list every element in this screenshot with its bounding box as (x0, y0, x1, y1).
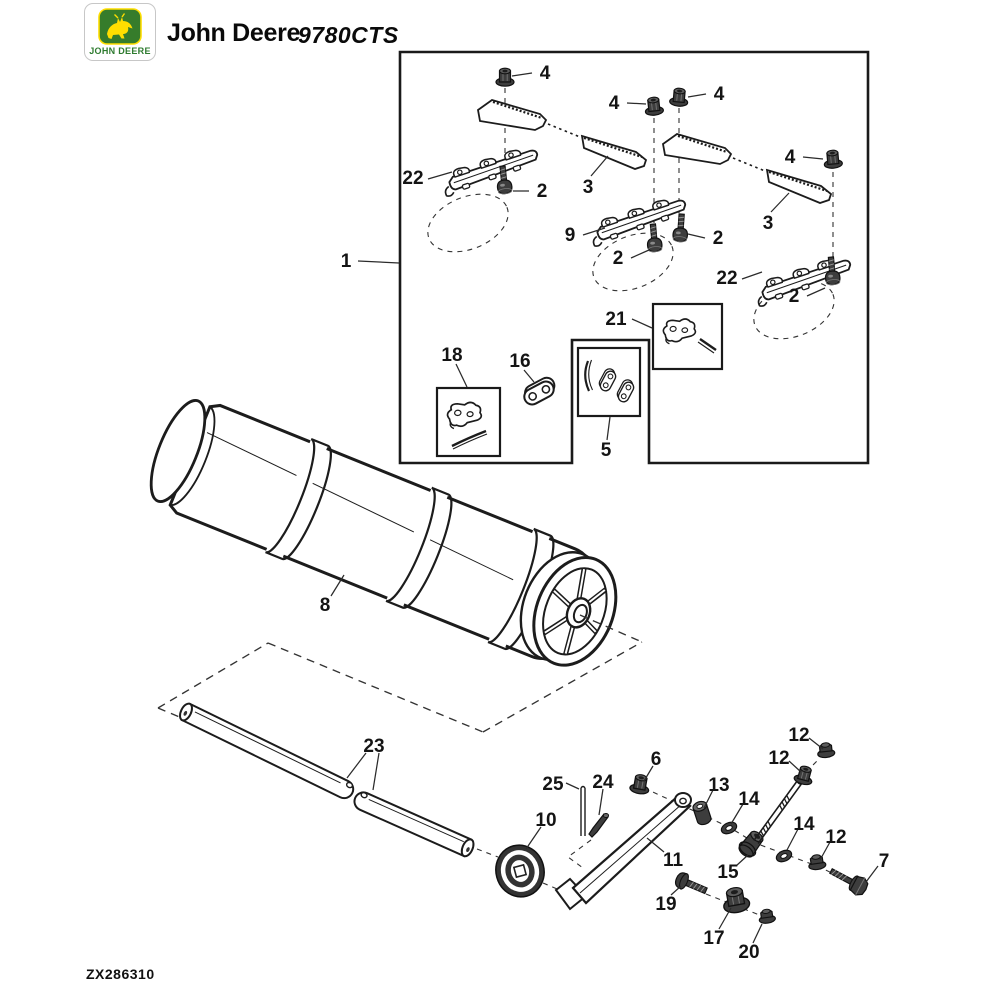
callout-13: 13 (708, 775, 729, 796)
leader-lines (330, 72, 879, 944)
breakout-loops (427, 193, 835, 340)
callout-10: 10 (535, 810, 556, 831)
callout-2-c: 2 (713, 228, 724, 249)
part-4-nut-c (668, 86, 690, 108)
detail-box-21 (651, 302, 724, 371)
part-22-bar-left (438, 142, 542, 198)
callout-8: 8 (320, 595, 331, 616)
figure-code: ZX286310 (86, 966, 155, 982)
callout-17: 17 (703, 928, 724, 949)
callout-12-c: 12 (825, 827, 846, 848)
callout-25: 25 (542, 774, 564, 795)
callout-22-b: 22 (716, 268, 737, 289)
part-12-nut-top (816, 741, 836, 759)
callouts: 1 4 4 4 4 3 3 22 22 2 2 2 2 9 21 18 16 5… (320, 63, 890, 963)
callout-19: 19 (655, 894, 676, 915)
part-3-blade-b (661, 132, 833, 205)
callout-18: 18 (441, 345, 462, 366)
detail-box-5 (576, 346, 642, 418)
callout-22-a: 22 (402, 168, 423, 189)
part-3-blade-a (476, 98, 648, 171)
callout-4-d: 4 (785, 147, 796, 168)
callout-20: 20 (738, 942, 759, 963)
deer-emblem-icon (98, 8, 142, 45)
callout-3-a: 3 (583, 177, 594, 198)
part-7-bolt (829, 867, 869, 896)
part-8-drum (149, 399, 618, 667)
callout-12-b: 12 (768, 748, 789, 769)
model-number: 9780CTS (298, 22, 399, 48)
callout-14-b: 14 (793, 814, 815, 835)
callout-9: 9 (565, 225, 576, 246)
john-deere-logo: JOHN DEERE (84, 3, 156, 61)
part-2-bolt-b (645, 222, 664, 254)
callout-1: 1 (341, 251, 352, 272)
brand-title: John Deere (167, 19, 301, 47)
callout-3-b: 3 (763, 213, 774, 234)
callout-6: 6 (651, 749, 662, 770)
callout-23: 23 (363, 736, 384, 757)
part-24-pin (588, 813, 610, 838)
callout-11: 11 (663, 850, 684, 871)
callout-7: 7 (879, 851, 890, 872)
part-16-link (519, 373, 560, 409)
callout-21: 21 (605, 309, 627, 330)
part-4-nut-b (643, 95, 665, 117)
callout-2-a: 2 (537, 181, 548, 202)
part-11-arm (554, 792, 692, 911)
drum-hub-wheel (519, 551, 618, 667)
part-14-washer-a (718, 819, 740, 837)
detail-box-18 (435, 386, 502, 458)
inset-box-1 (398, 50, 870, 465)
callout-2-d: 2 (789, 286, 800, 307)
callout-24: 24 (592, 772, 614, 793)
part-10-pulley (495, 844, 545, 898)
part-19-bolt (674, 872, 708, 895)
part-4-nut-a (495, 67, 515, 87)
logo-wordmark: JOHN DEERE (89, 46, 151, 56)
part-20-nut (757, 907, 777, 925)
part-25-pin (580, 785, 586, 836)
part-6-nut (628, 772, 652, 796)
part-2-bolt-c (671, 212, 690, 243)
part-23-shaft-a (179, 702, 355, 800)
part-4-nut-d (822, 148, 844, 170)
callout-5: 5 (601, 440, 612, 461)
part-13-bushing (692, 800, 712, 826)
callout-4-a: 4 (540, 63, 551, 84)
part-12-nut-lower (806, 853, 827, 872)
callout-2-b: 2 (613, 248, 624, 269)
part-23-shaft-b (353, 791, 475, 858)
part-14-washer-b (773, 847, 795, 865)
callout-14-a: 14 (738, 789, 760, 810)
callout-16: 16 (509, 351, 530, 372)
callout-15: 15 (717, 862, 739, 883)
callout-4-b: 4 (609, 93, 620, 114)
callout-4-c: 4 (714, 84, 725, 105)
callout-12-a: 12 (788, 725, 809, 746)
